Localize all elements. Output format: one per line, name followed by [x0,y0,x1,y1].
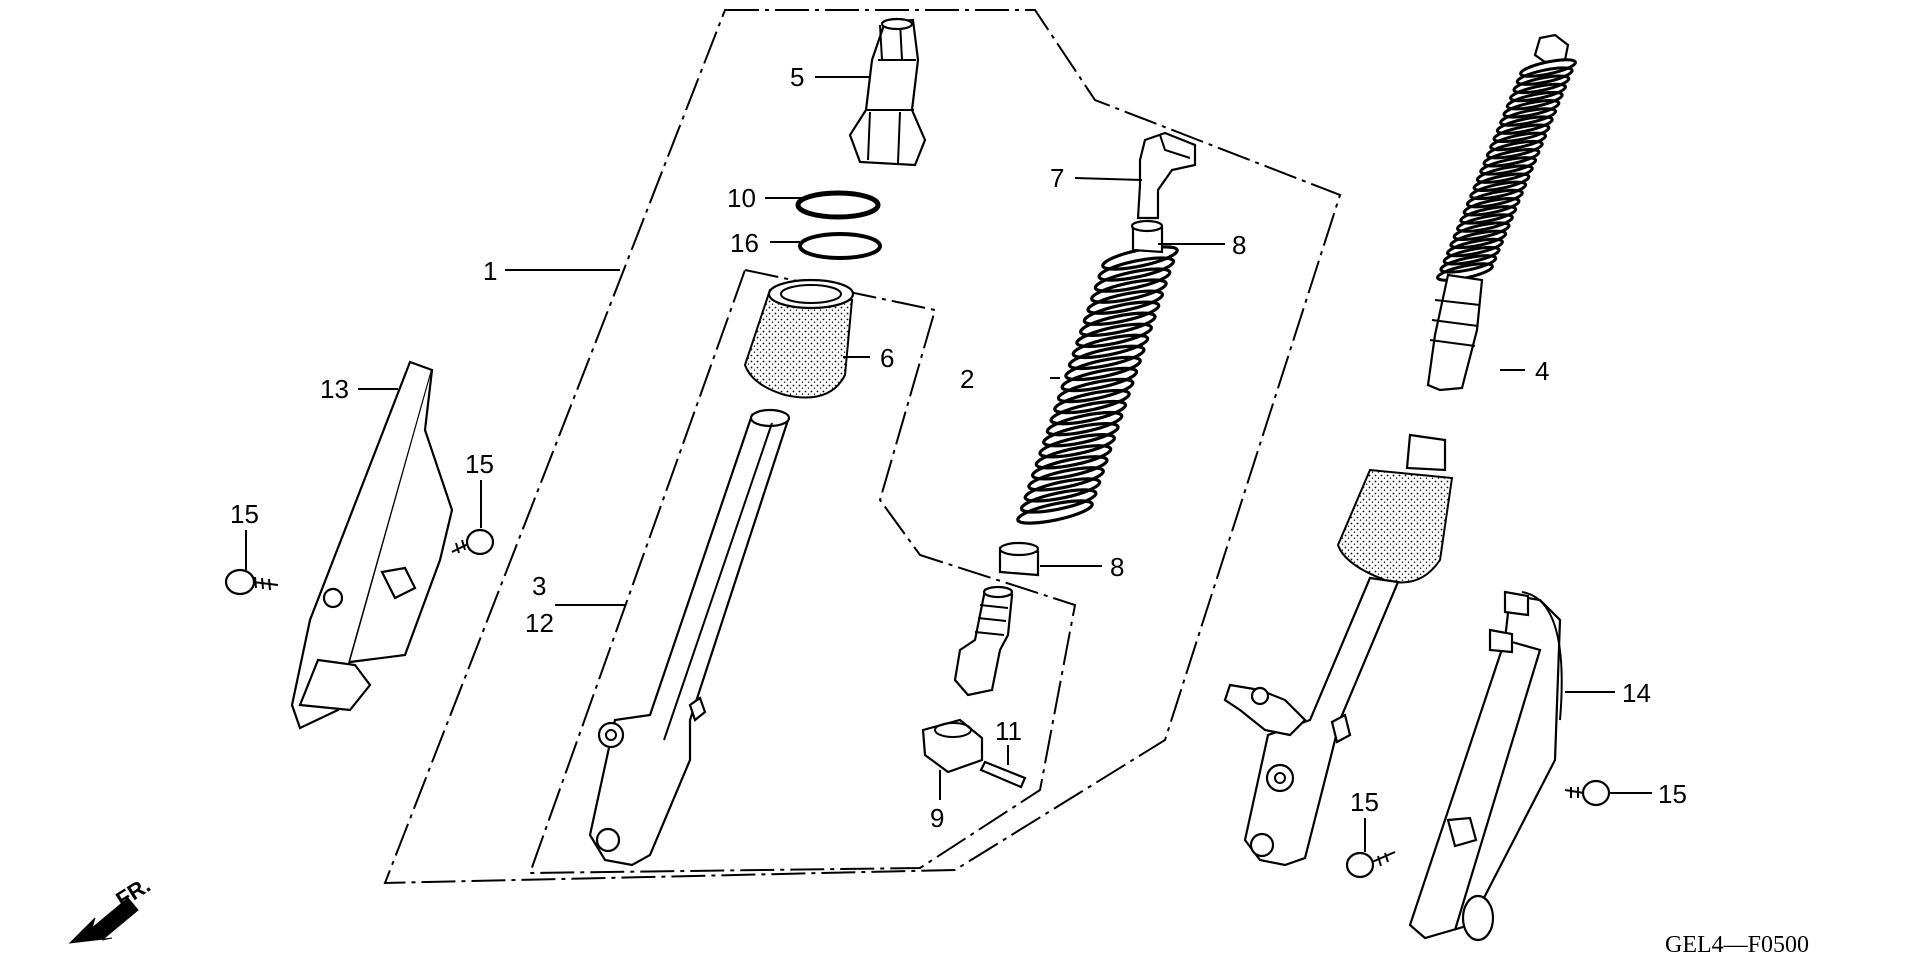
bolt-15-c [1345,851,1396,879]
spring-coil [1030,455,1109,481]
spring-coil [1489,131,1548,152]
callout-8-upper: 8 [1232,230,1246,260]
spring-coil [1442,245,1501,266]
spring-coil [1086,289,1165,315]
spring-coil [1064,355,1142,382]
spring-coil [1502,99,1561,119]
spring-coil [1075,322,1153,349]
part-8-upper-collar [1130,219,1164,254]
bolt-15-d [1564,779,1611,807]
part-rod [953,585,1014,697]
spring-coil [1049,399,1128,426]
part-4-fork-assembly [1223,33,1577,867]
spring-coil [1475,164,1534,184]
part-11-pin [979,760,1027,789]
part-3-lower-tube [588,408,791,867]
part-10-ring [795,190,881,220]
spring-coil [1519,58,1577,78]
spring-coil [1056,377,1135,404]
callout-12: 12 [525,608,554,638]
spring-coil [1079,311,1157,337]
spring-coil [1071,333,1150,360]
spring-coil [1090,278,1168,304]
bolt-15-b [451,528,495,556]
spring-coil [1038,433,1116,459]
spring-coil [1097,256,1176,282]
part-7-seat [1136,131,1197,220]
bolt-15-a [224,568,279,596]
spring-coil [1512,74,1571,95]
callout-1: 1 [483,256,497,286]
spring-coil [1456,213,1514,233]
diagram-reference-code: GEL4—F0500 [1665,932,1809,958]
callout-15-c: 15 [1350,787,1379,817]
callout-10: 10 [727,183,756,213]
part-8-lower-collar [998,541,1040,577]
callout-15-b: 15 [465,449,494,479]
callout-4: 4 [1535,356,1549,386]
assembly-outline-1 [383,9,1342,885]
callout-6: 6 [880,343,894,373]
spring-coil [1452,221,1511,241]
leader-lines [245,76,1652,852]
part-13-guard [290,360,454,730]
callout-5: 5 [790,62,804,92]
callout-14: 14 [1622,678,1651,708]
spring-coil [1067,344,1146,371]
spring-coil [1459,205,1518,225]
spring-coil [1449,229,1508,250]
spring-coil [1060,366,1139,393]
part-9-nut [921,718,984,774]
callout-16: 16 [730,228,759,258]
spring-coil [1479,156,1538,176]
callout-8-lower: 8 [1110,552,1124,582]
part-16-clip [798,232,882,260]
spring-coil [1495,115,1554,135]
callout-9: 9 [930,803,944,833]
spring-coil [1023,477,1102,503]
spring-coil [1045,410,1124,437]
spring-coil [1499,107,1557,127]
spring-coil [1472,172,1531,193]
part-14-guard [1408,590,1563,942]
spring-coil [1505,90,1564,111]
spring-coil [1439,254,1498,274]
spring-coil [1469,180,1528,201]
part-5-cap [848,17,927,167]
callout-13: 13 [320,374,349,404]
assembly-outline-3 [528,268,1077,875]
callout-11: 11 [995,716,1022,746]
front-direction-arrow-icon [68,897,139,944]
spring-coil [1027,466,1105,492]
callout-2: 2 [960,364,974,394]
spring-coil [1053,388,1131,415]
spring-coil [1492,123,1551,144]
spring-coil [1042,421,1120,448]
spring-coil [1093,267,1172,293]
callout-15-a: 15 [230,499,259,529]
spring-coil [1034,444,1113,470]
spring-coil [1446,237,1504,258]
spring-coil [1465,188,1524,209]
part-2-spring [1016,245,1179,525]
callout-3: 3 [532,571,546,601]
spring-coil [1485,139,1544,160]
spring-coil [1082,300,1161,326]
spring-coil [1509,82,1567,103]
callout-15-d: 15 [1658,779,1687,809]
spring-coil [1482,147,1541,168]
spring-coil [1019,488,1098,514]
spring-coil [1462,196,1521,217]
callout-7: 7 [1050,163,1064,193]
spring-coil [1016,499,1094,525]
part-6-bushing [743,278,855,399]
spring-coil [1515,66,1574,86]
